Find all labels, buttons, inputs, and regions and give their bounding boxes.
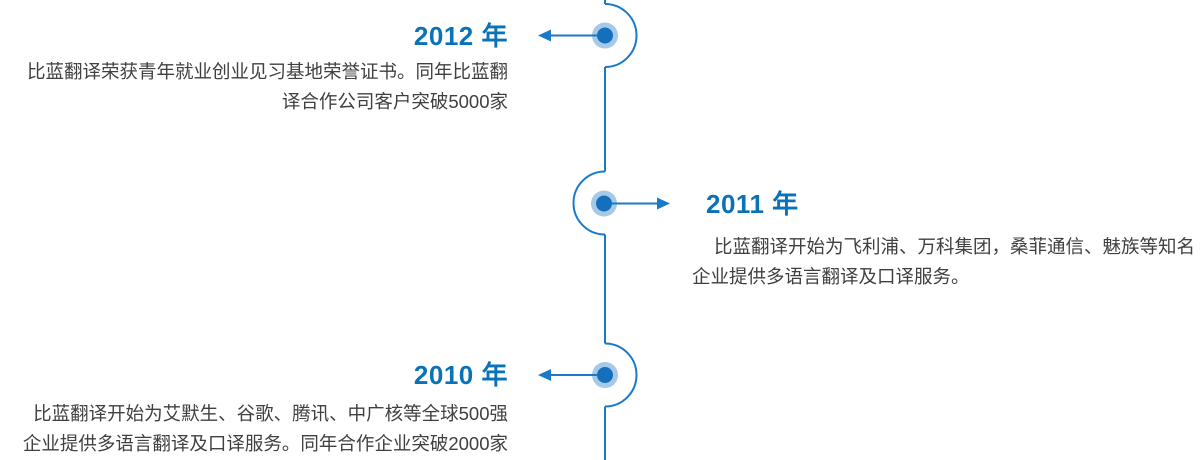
description-line: 企业提供多语言翻译及口译服务。同年合作企业突破2000家	[22, 433, 508, 454]
arrow-head-left-2010	[538, 369, 551, 381]
description-line: 比蓝翻译开始为飞利浦、万科集团，桑菲通信、魅族等知名	[714, 236, 1196, 257]
year-label-2012: 2012 年	[413, 21, 508, 51]
node-arc-2010	[604, 342, 638, 408]
arrow-head-right-2011	[657, 197, 670, 210]
event-description-2010: 比蓝翻译开始为艾默生、谷歌、腾讯、中广核等全球500强 企业提供多语言翻译及口译…	[8, 399, 508, 459]
event-description-2012: 比蓝翻译荣获青年就业创业见习基地荣誉证书。同年比蓝翻 译合作公司客户突破5000…	[8, 57, 508, 117]
description-line: 企业提供多语言翻译及口译服务。	[692, 266, 970, 287]
arrow-head-left-2012	[538, 29, 551, 42]
description-line: 译合作公司客户突破5000家	[281, 91, 508, 112]
node-arc-2012	[604, 3, 638, 68]
year-label-2010: 2010 年	[413, 360, 508, 390]
year-label-2011: 2011 年	[706, 189, 799, 219]
node-dot-2010	[597, 367, 613, 383]
node-dot-2012	[597, 27, 613, 44]
description-line: 比蓝翻译开始为艾默生、谷歌、腾讯、中广核等全球500强	[33, 403, 508, 424]
event-description-2011: 比蓝翻译开始为飞利浦、万科集团，桑菲通信、魅族等知名 企业提供多语言翻译及口译服…	[692, 232, 1200, 292]
node-arc-2011	[572, 170, 606, 236]
node-dot-2011	[596, 195, 612, 212]
description-line: 比蓝翻译荣获青年就业创业见习基地荣誉证书。同年比蓝翻	[26, 61, 508, 82]
